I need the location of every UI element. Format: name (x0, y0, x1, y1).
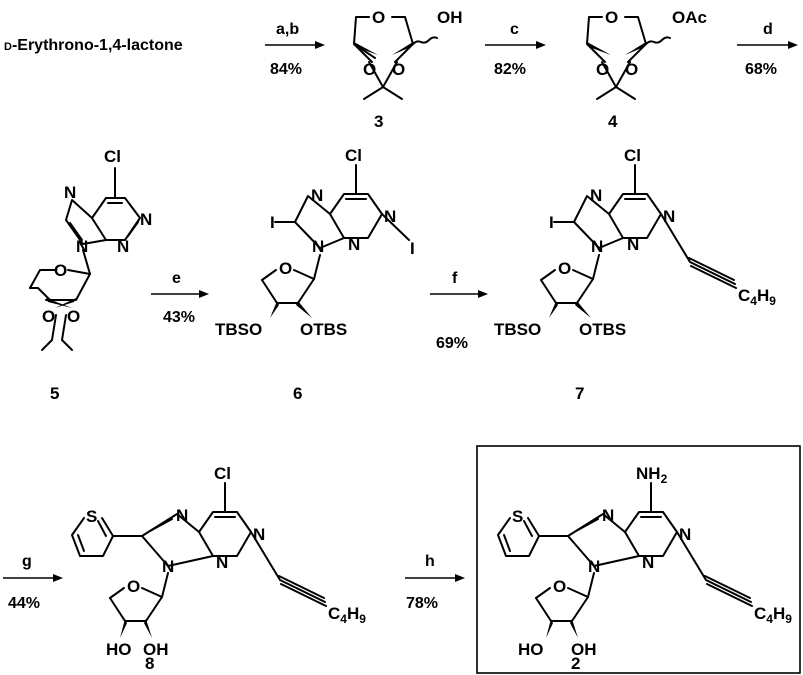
atom-n9: N (591, 237, 603, 256)
atom-ring-o: O (605, 8, 618, 27)
atom-n9: N (312, 237, 324, 256)
atom-n1: N (176, 506, 188, 525)
atom-o-right: O (625, 60, 638, 79)
atom-o-left: O (596, 60, 609, 79)
atom-ring-o: O (279, 259, 292, 278)
atom-c4h9: C4H9 (738, 286, 776, 308)
atom-n7: N (348, 235, 360, 254)
target-compound-box (476, 445, 801, 674)
yield-label-ab: 84% (270, 61, 302, 78)
atom-cl: Cl (345, 146, 362, 165)
atom-nh2: NH2 (636, 464, 668, 486)
atom-i2: I (410, 239, 415, 258)
compound-4-structure: O O O OAc (586, 8, 707, 100)
atom-n7: N (627, 235, 639, 254)
reagent-label-e: e (172, 270, 181, 287)
compound-label-6: 6 (293, 384, 302, 403)
atom-tbso: TBSO (494, 320, 541, 339)
atom-cl: Cl (214, 464, 231, 483)
atom-n9: N (162, 557, 174, 576)
atom-n3: N (253, 525, 265, 544)
compound-label-8: 8 (145, 654, 154, 673)
atom-oh: OH (143, 640, 169, 659)
atom-n1: N (602, 506, 614, 525)
reaction-arrow-g (3, 574, 63, 582)
atom-o-right: O (67, 307, 80, 326)
atom-i8: I (549, 213, 554, 232)
atom-ring-o: O (54, 261, 67, 280)
atom-ring-o: O (558, 259, 571, 278)
atom-n7: N (117, 237, 129, 256)
yield-label-g: 44% (8, 595, 40, 612)
atom-n1: N (590, 186, 602, 205)
atom-cl: Cl (104, 147, 121, 166)
compound-7-structure: Cl N N N N I C4H9 O TBSO OTBS (494, 146, 776, 339)
yield-label-f: 69% (436, 335, 468, 352)
atom-ring-o: O (127, 577, 140, 596)
atom-otbs: OTBS (300, 320, 347, 339)
yield-label-h: 78% (406, 595, 438, 612)
atom-n7: N (642, 553, 654, 572)
atom-o-left: O (42, 307, 55, 326)
atom-c4h9: C4H9 (754, 604, 792, 626)
reaction-arrow-c (485, 41, 546, 49)
atom-n3: N (140, 210, 152, 229)
compound-2-structure: S NH2 N N N N C4H9 O HO OH (497, 464, 792, 659)
compound-6-structure: Cl N N N N I I O TBSO OTBS (215, 146, 415, 339)
atom-tbso: TBSO (215, 320, 262, 339)
atom-n1: N (311, 186, 323, 205)
atom-n3: N (663, 207, 675, 226)
atom-s: S (512, 507, 523, 526)
atom-o-left: O (363, 60, 376, 79)
atom-s: S (86, 507, 97, 526)
yield-label-e: 43% (163, 309, 195, 326)
atom-cl: Cl (624, 146, 641, 165)
atom-n1: N (64, 183, 76, 202)
atom-ring-o: O (372, 8, 385, 27)
compound-label-5: 5 (50, 384, 59, 403)
reaction-arrow-f (430, 290, 488, 298)
atom-oac: OAc (672, 8, 707, 27)
compound-label-4: 4 (608, 112, 618, 131)
reagent-label-g: g (22, 553, 32, 570)
reagent-label-h: h (425, 553, 435, 570)
atom-i8: I (270, 213, 275, 232)
reagent-label-c: c (510, 21, 519, 38)
compound-5-structure: Cl N N N N O O O (29, 147, 152, 351)
reaction-arrow-e (151, 290, 209, 298)
atom-otbs: OTBS (579, 320, 626, 339)
atom-oh: OH (437, 8, 463, 27)
compound-label-7: 7 (575, 384, 584, 403)
compound-3-structure: O O O OH (353, 8, 463, 100)
yield-label-c: 82% (494, 61, 526, 78)
reagent-label-f: f (452, 270, 458, 287)
compound-label-3: 3 (374, 112, 383, 131)
atom-ring-o: O (553, 577, 566, 596)
atom-n9: N (588, 557, 600, 576)
yield-label-d: 68% (745, 61, 777, 78)
reagent-label-ab: a,b (276, 21, 299, 38)
atom-n3: N (679, 525, 691, 544)
reagent-label-d: d (763, 21, 773, 38)
reaction-arrow-d (737, 41, 798, 49)
reaction-arrow-h (405, 574, 465, 582)
atom-ho: HO (518, 640, 544, 659)
reaction-arrow-ab (265, 41, 325, 49)
atom-oh: OH (571, 640, 597, 659)
starting-material-label: D-Erythrono-1,4-lactone (4, 37, 183, 54)
atom-n7: N (216, 553, 228, 572)
compound-label-2: 2 (571, 654, 580, 673)
atom-c4h9: C4H9 (328, 604, 366, 626)
atom-n3: N (384, 207, 396, 226)
atom-o-right: O (392, 60, 405, 79)
compound-8-structure: S Cl N N N N C4H9 O HO OH (71, 464, 366, 659)
atom-n9: N (76, 237, 88, 256)
atom-ho: HO (106, 640, 132, 659)
